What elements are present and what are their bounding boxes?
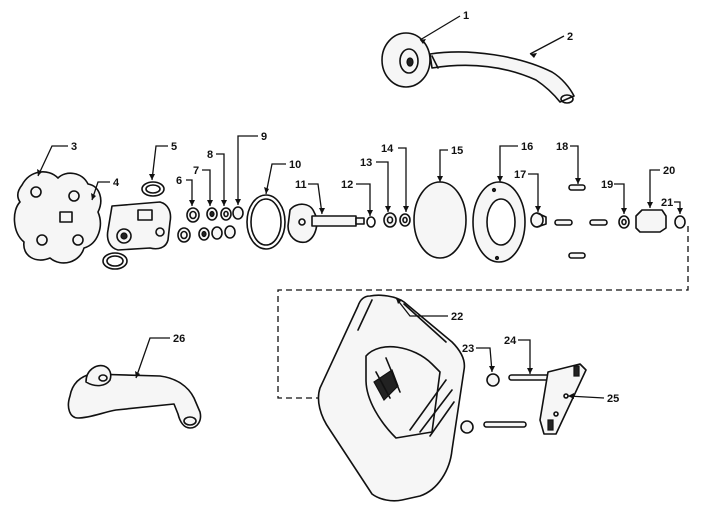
part-14-washer[interactable] xyxy=(399,213,411,227)
part-23-nut[interactable] xyxy=(460,373,500,434)
callout-18: 18 xyxy=(556,141,568,153)
part-4-cartridge-housing[interactable] xyxy=(106,201,172,251)
part-22-handle[interactable] xyxy=(317,294,466,502)
callout-23: 23 xyxy=(462,343,474,355)
callout-14: 14 xyxy=(381,143,394,155)
callout-21: 21 xyxy=(661,197,673,209)
callout-labels: 1 2 3 4 5 6 7 8 9 10 11 12 13 14 15 16 1… xyxy=(71,10,675,405)
callout-6: 6 xyxy=(176,175,182,187)
callout-11: 11 xyxy=(295,179,307,191)
part-20-handle-insert[interactable] xyxy=(635,209,667,233)
callout-17: 17 xyxy=(514,169,526,181)
part-9-washer[interactable] xyxy=(224,206,244,239)
callout-20: 20 xyxy=(663,165,675,177)
callout-25: 25 xyxy=(607,393,619,405)
callout-9: 9 xyxy=(261,131,267,143)
callout-19: 19 xyxy=(601,179,613,191)
part-17-sleeve[interactable] xyxy=(530,212,547,228)
part-6-seat[interactable] xyxy=(177,207,200,243)
part-5-o-ring[interactable] xyxy=(102,181,165,270)
callout-24: 24 xyxy=(504,335,517,347)
part-10-large-o-ring[interactable] xyxy=(246,194,286,250)
callout-26: 26 xyxy=(173,333,185,345)
callout-13: 13 xyxy=(360,157,372,169)
part-8-washer[interactable] xyxy=(211,207,232,240)
part-16-gasket[interactable] xyxy=(472,181,526,263)
callout-12: 12 xyxy=(341,179,353,191)
part-7-spring[interactable] xyxy=(198,207,218,241)
part-12-retainer[interactable] xyxy=(366,216,376,228)
part-13-washer[interactable] xyxy=(383,212,397,228)
callout-4: 4 xyxy=(113,177,120,189)
callout-15: 15 xyxy=(451,145,463,157)
callout-10: 10 xyxy=(289,159,301,171)
callout-22: 22 xyxy=(451,311,463,323)
part-18-screw[interactable] xyxy=(554,184,608,259)
part-11-cartridge-stem[interactable] xyxy=(287,203,365,244)
leader-arrowheads xyxy=(37,39,683,399)
part-25-bracket[interactable] xyxy=(539,363,587,435)
callout-5: 5 xyxy=(171,141,177,153)
part-26-tub-spout[interactable] xyxy=(67,364,202,429)
part-3-valve-body[interactable] xyxy=(13,171,102,264)
part-1-flange[interactable] xyxy=(381,32,431,88)
callout-16: 16 xyxy=(521,141,533,153)
callout-3: 3 xyxy=(71,141,77,153)
part-19-washer[interactable] xyxy=(618,215,630,229)
callout-7: 7 xyxy=(193,165,199,177)
part-21-cap[interactable] xyxy=(674,215,686,229)
callout-8: 8 xyxy=(207,149,213,161)
part-15-escutcheon[interactable] xyxy=(413,181,467,259)
assembly-path-line xyxy=(277,226,689,399)
callout-1: 1 xyxy=(463,10,469,22)
part-2-shower-arm[interactable] xyxy=(429,51,575,104)
callout-2: 2 xyxy=(567,31,573,43)
